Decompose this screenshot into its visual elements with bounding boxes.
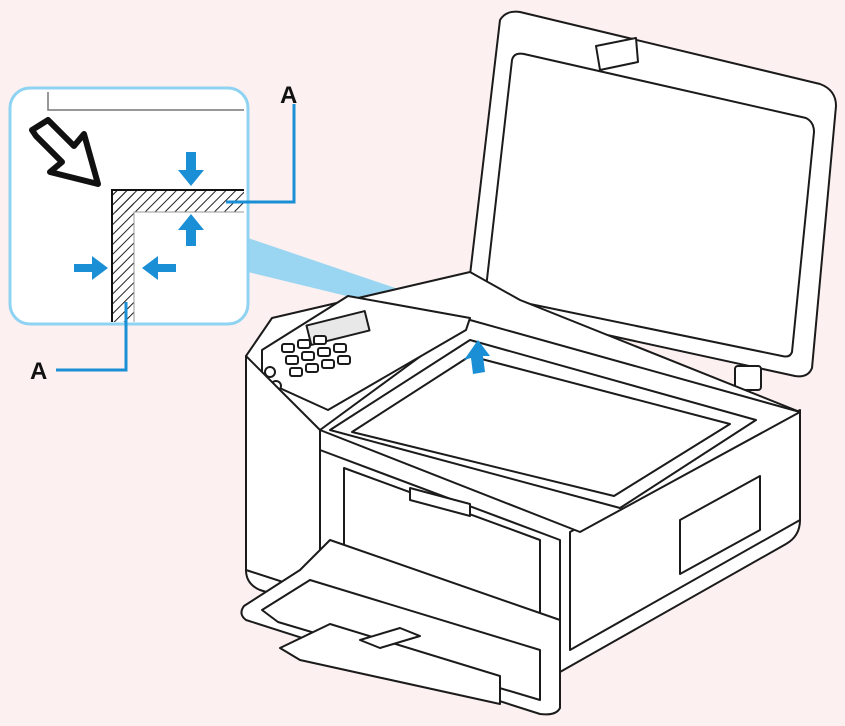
diagonal-arrow-icon [29, 117, 101, 187]
callout-label-a-bottom: A [30, 358, 48, 385]
hatched-margin-left [112, 190, 134, 322]
callout-line-top [226, 104, 296, 204]
blue-arrow-icon [74, 152, 204, 280]
callout-line-bottom [56, 302, 128, 372]
blue-arrow-icon [464, 340, 490, 374]
hatched-margin-top [112, 190, 244, 212]
corner-detail-inset [8, 86, 296, 372]
keypad [264, 335, 351, 392]
callout-label-a-top: A [280, 82, 298, 109]
printer-illustration [240, 10, 837, 716]
